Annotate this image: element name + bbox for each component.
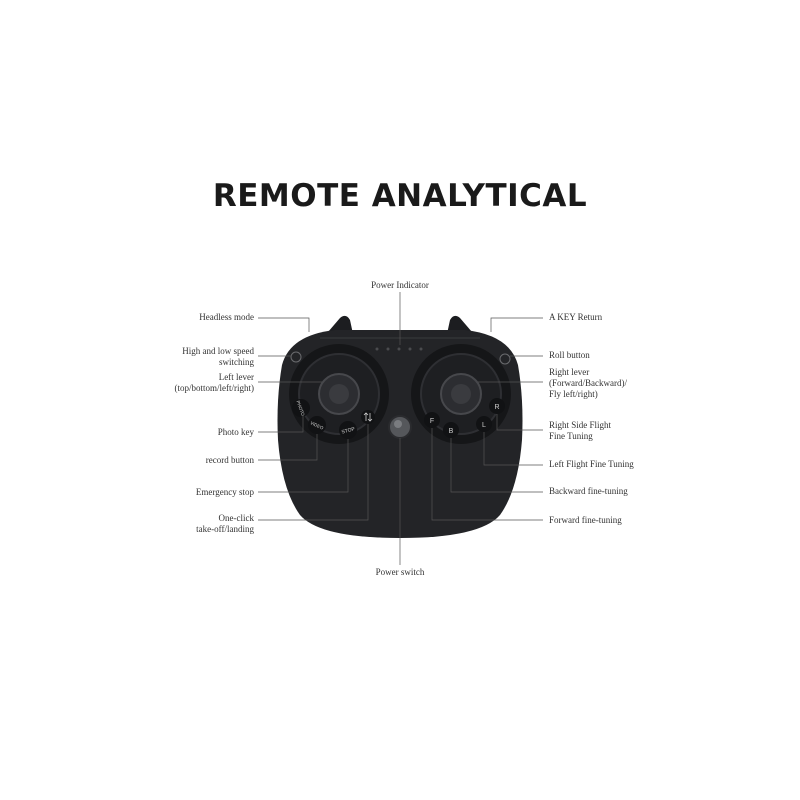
power-indicator-label: Power Indicator (371, 280, 429, 290)
left-trim-label: L (482, 422, 486, 429)
headless-mode-label: Headless mode (199, 312, 254, 322)
photo-button[interactable]: PHOTO (292, 399, 310, 417)
forward-trim-button[interactable]: F (424, 412, 440, 428)
left-trim-button[interactable]: L (476, 416, 492, 432)
video-button-label: VIDEO (309, 420, 324, 431)
backward-trim-button[interactable]: B (443, 422, 459, 438)
roll-button-label: Roll button (549, 350, 590, 360)
emergency-stop-label: Emergency stop (195, 487, 254, 497)
speed-switch-icon[interactable] (290, 351, 302, 363)
photo-key-label: Photo key (217, 427, 254, 437)
photo-button-label: PHOTO (295, 400, 305, 417)
right-lever-label: Right lever(Forward/Backward)/Fly left/r… (549, 367, 627, 399)
power-switch-label: Power switch (375, 567, 425, 577)
take-off-landing-button[interactable] (361, 410, 375, 424)
right-antenna (447, 315, 472, 334)
backward-trim-label: B (449, 428, 454, 435)
a-key-return-label: A KEY Return (549, 312, 603, 322)
right-trim-label: R (494, 404, 499, 411)
video-button[interactable]: VIDEO (308, 416, 326, 434)
right-trim-button[interactable]: R (489, 398, 505, 414)
page-title: REMOTE ANALYTICAL (212, 178, 588, 214)
forward-fine-tuning-label: Forward fine-tuning (549, 515, 622, 525)
backward-fine-tuning-label: Backward fine-tuning (549, 486, 628, 496)
power-indicator-leds (375, 347, 423, 351)
left-flight-fine-tuning-label: Left Flight Fine Tuning (549, 459, 634, 469)
left-antenna (328, 315, 353, 334)
record-button-label: record button (205, 455, 254, 465)
leader-lines (258, 292, 543, 565)
forward-trim-label: F (430, 418, 434, 425)
left-lever-label: Left lever(top/bottom/left/right) (174, 372, 255, 393)
stop-button[interactable]: STOP (339, 421, 357, 439)
roll-button-icon[interactable] (499, 353, 511, 365)
stop-button-label: STOP (341, 426, 356, 435)
up-down-arrow-icon (363, 412, 373, 422)
